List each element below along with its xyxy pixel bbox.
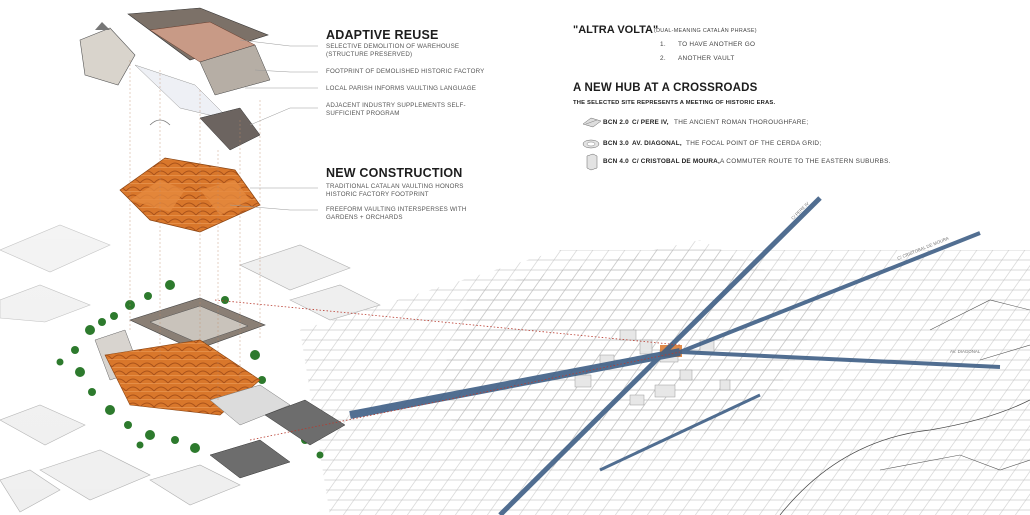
phrase-item-2: ANOTHER VAULT [678, 55, 735, 62]
adaptive-reuse-heading: ADAPTIVE REUSE [326, 28, 439, 42]
construction-note-2: FREEFORM VAULTING INTERSPERSES WITH [326, 206, 467, 213]
construction-note-1: TRADITIONAL CATALAN VAULTING HONORS [326, 183, 464, 190]
roman-road-icon [582, 117, 602, 128]
phrase-item-1: TO HAVE ANOTHER GO [678, 41, 756, 48]
adaptive-note-4: ADJACENT INDUSTRY SUPPLEMENTS SELF- [326, 102, 466, 109]
era-2-desc: THE FOCAL POINT OF THE CERDA GRID; [686, 140, 822, 147]
hub-heading: A NEW HUB AT A CROSSROADS [573, 82, 758, 94]
road-lines [349, 196, 1001, 515]
era-1-code: BCN 2.0 [603, 119, 629, 126]
projection-lines [129, 60, 261, 400]
city-map [300, 240, 1030, 515]
era-2-street: AV. DIAGONAL, [632, 140, 682, 147]
exploded-vaults [119, 157, 261, 233]
construction-note-1b: HISTORIC FACTORY FOOTPRINT [326, 191, 429, 198]
adaptive-note-2: FOOTPRINT OF DEMOLISHED HISTORIC FACTORY [326, 68, 485, 75]
phrase-item-1-num: 1. [660, 41, 666, 48]
map-label-diagonal: AV. DIAGONAL [950, 349, 981, 354]
phrase-subtitle: (DUAL-MEANING CATALÁN PHRASE) [654, 28, 757, 34]
era-3-street: C/ CRISTOBAL DE MOURA, [632, 158, 720, 165]
adaptive-note-1b: (STRUCTURE PRESERVED) [326, 51, 413, 58]
era-1-desc: THE ANCIENT ROMAN THOROUGHFARE; [674, 119, 809, 126]
era-1-street: C/ PERE IV, [632, 119, 669, 126]
era-3-desc: A COMMUTER ROUTE TO THE EASTERN SUBURBS. [720, 158, 891, 165]
construction-note-2b: GARDENS + ORCHARDS [326, 214, 403, 221]
phrase-item-2-num: 2. [660, 55, 666, 62]
exploded-adaptive-reuse [79, 7, 271, 151]
new-construction-heading: NEW CONSTRUCTION [326, 166, 463, 180]
commuter-tower-icon [586, 153, 598, 171]
hub-subheading: THE SELECTED SITE REPRESENTS A MEETING O… [573, 100, 776, 106]
adaptive-note-1: SELECTIVE DEMOLITION OF WAREHOUSE [326, 43, 460, 50]
site-model [94, 297, 346, 479]
phrase-title: "ALTRA VOLTA" [573, 24, 659, 36]
adaptive-note-3: LOCAL PARISH INFORMS VAULTING LANGUAGE [326, 85, 477, 92]
annotation-leaders [229, 39, 318, 211]
era-2-code: BCN 3.0 [603, 140, 629, 147]
adaptive-note-4b: SUFFICIENT PROGRAM [326, 110, 400, 117]
site-connector-lines [214, 299, 681, 441]
cerda-block-icon [582, 139, 600, 149]
era-3-code: BCN 4.0 [603, 158, 629, 165]
